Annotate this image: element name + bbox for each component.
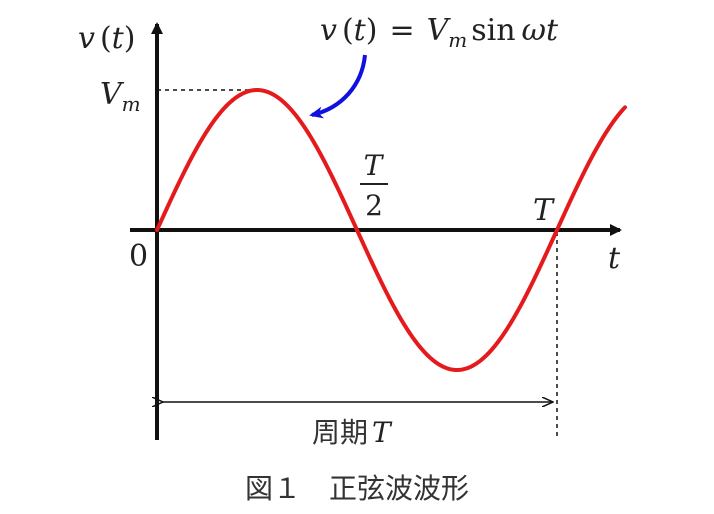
- half-period-denominator: 2: [365, 189, 383, 222]
- amplitude-label: Vm: [100, 77, 141, 116]
- origin-label: 0: [129, 239, 148, 274]
- period-tick-label: T: [533, 193, 555, 228]
- equation-pointer-arrow: [309, 54, 367, 119]
- x-axis-label: t: [608, 241, 621, 276]
- sine-curve: [155, 88, 627, 372]
- y-axis-label: v(t): [78, 21, 135, 56]
- half-period-numerator: T: [364, 149, 385, 182]
- figure-caption: 図１ 正弦波波形: [245, 472, 469, 505]
